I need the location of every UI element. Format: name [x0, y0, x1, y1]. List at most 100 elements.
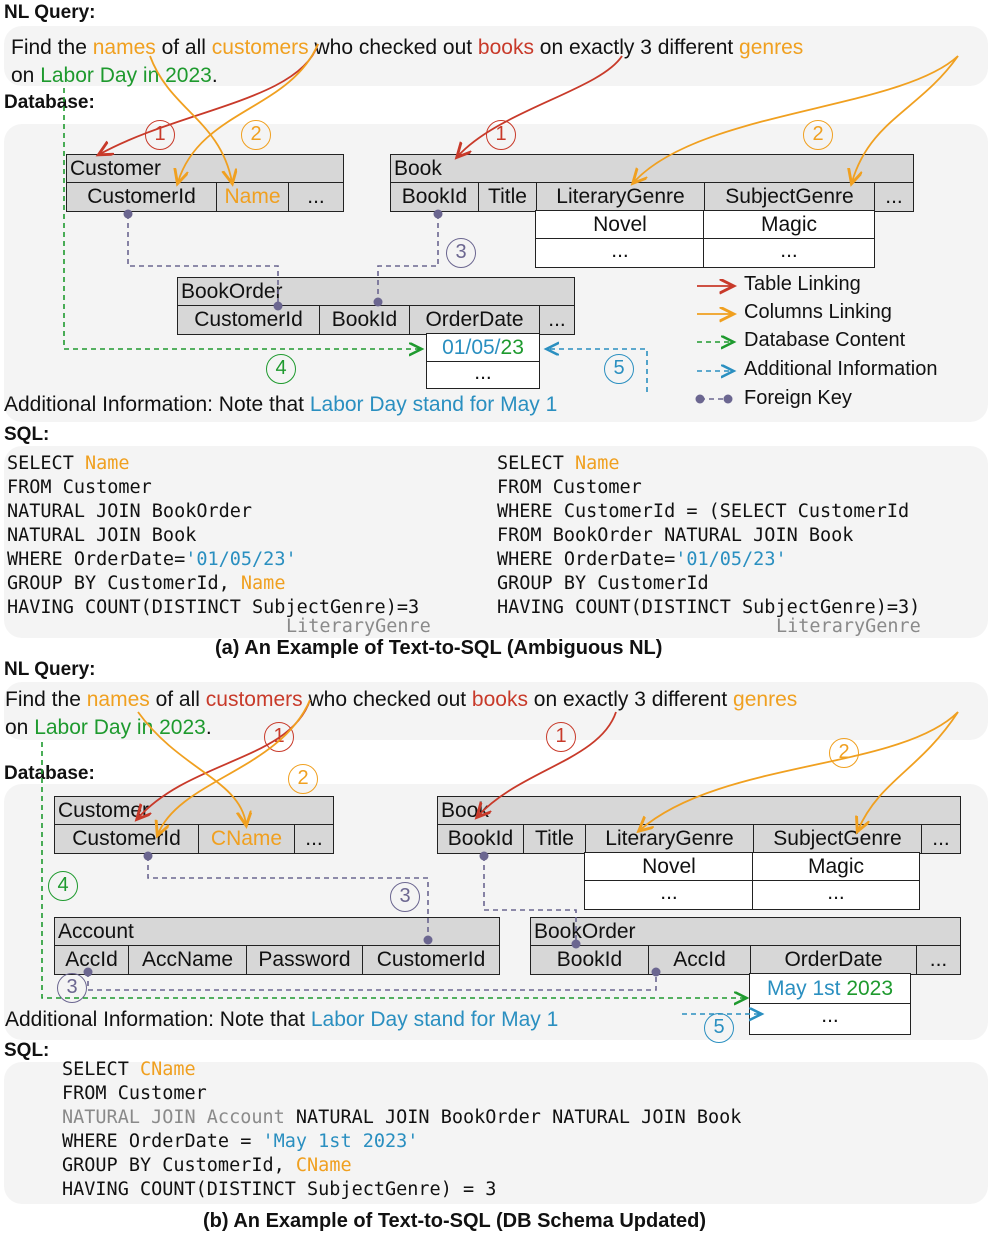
database-header-a: Database:	[4, 92, 95, 113]
nl-text: who checked out	[308, 36, 478, 59]
value-magic: Magic	[752, 852, 920, 882]
sql-kw: WHERE OrderDate =	[62, 1131, 263, 1152]
sql-kw: SELECT	[62, 1059, 140, 1080]
book-table-a: Book BookId Title LiteraryGenre SubjectG…	[390, 154, 914, 212]
sql-line: FROM BookOrder NATURAL JOIN Book	[497, 525, 854, 546]
legend-foreign-key: Foreign Key	[744, 387, 852, 409]
bookorder-table-name: BookOrder	[178, 278, 574, 306]
column-subjectgenre: SubjectGenre	[754, 825, 922, 853]
nl-text: .	[211, 64, 218, 87]
value-novel: Novel	[535, 210, 705, 240]
value-novel: Novel	[584, 852, 754, 882]
sql-kw: WHERE OrderDate=	[497, 549, 676, 570]
addinfo-text: Additional Information: Note that	[4, 393, 310, 416]
date-year: 2023	[846, 977, 894, 1000]
nl-customers: customers	[211, 36, 309, 59]
caption-b: (b) An Example of Text-to-SQL (DB Schema…	[203, 1210, 706, 1232]
marker-4-icon: 4	[48, 871, 78, 901]
book-table-name: Book	[391, 155, 913, 183]
nl-labor-day: Labor Day in 2023	[40, 64, 212, 87]
column-password: Password	[247, 946, 363, 974]
nl-books: books	[477, 36, 534, 59]
nl-text: who checked out	[302, 688, 472, 711]
nl-query-header-b: NL Query:	[4, 659, 96, 680]
column-more: ...	[932, 827, 950, 850]
nl-query-line2-b: on Labor Day in 2023.	[5, 713, 212, 742]
column-customerid: CustomerId	[178, 306, 320, 334]
column-customerid: CustomerId	[376, 948, 486, 971]
column-bookid: BookId	[531, 946, 649, 974]
column-cname: CName	[199, 825, 295, 853]
marker-3-icon: 3	[446, 238, 476, 268]
legend-database-content: Database Content	[744, 329, 906, 351]
nl-query-header-a: NL Query:	[4, 2, 96, 23]
sql-kw: WHERE OrderDate=	[7, 549, 186, 570]
sql-col: Name	[574, 453, 620, 474]
additional-info-a: Additional Information: Note that Labor …	[4, 390, 557, 419]
date-day: 01/05/	[442, 336, 501, 359]
nl-genres: genres	[733, 688, 798, 711]
sql-col: CName	[139, 1059, 196, 1080]
bookorder-table-b: BookOrder BookId AccId OrderDate ...	[530, 917, 961, 975]
nl-text: on	[5, 716, 35, 739]
sql-kw: GROUP BY CustomerId,	[62, 1155, 296, 1176]
nl-labor-day: Labor Day in 2023	[34, 716, 206, 739]
marker-1-icon: 1	[264, 722, 294, 752]
sql-line: NATURAL JOIN Book	[7, 525, 197, 546]
nl-names: names	[92, 36, 156, 59]
marker-3-icon: 3	[390, 882, 420, 912]
sql-col: Name	[240, 573, 286, 594]
column-literarygenre: LiteraryGenre	[537, 183, 705, 211]
marker-2-icon: 2	[829, 738, 859, 768]
value-more: ...	[749, 1003, 911, 1035]
book-table-b: Book BookId Title LiteraryGenre SubjectG…	[437, 796, 961, 854]
column-orderdate: OrderDate	[410, 306, 540, 334]
sql-alt-left: LiteraryGenre	[286, 616, 431, 637]
marker-1-icon: 1	[546, 722, 576, 752]
account-table-name: Account	[55, 918, 499, 946]
column-accname: AccName	[129, 946, 247, 974]
addinfo-text: Additional Information: Note that	[5, 1008, 311, 1031]
sql-col: CName	[295, 1155, 352, 1176]
value-magic: Magic	[703, 210, 875, 240]
sql-line: HAVING COUNT(DISTINCT SubjectGenre) = 3	[62, 1179, 497, 1200]
customer-table-name: Customer	[55, 797, 333, 825]
sql-line: NATURAL JOIN BookOrder	[7, 501, 253, 522]
column-title: Title	[479, 183, 537, 211]
column-bookid: BookId	[391, 183, 479, 211]
sql-alt-right: LiteraryGenre	[776, 616, 921, 637]
value-orderdate: 01/05/23	[426, 333, 540, 363]
nl-names: names	[86, 688, 150, 711]
bookorder-table-a: BookOrder CustomerId BookId OrderDate ..…	[177, 277, 575, 335]
marker-2-icon: 2	[241, 120, 271, 150]
nl-genres: genres	[739, 36, 804, 59]
sql-kw: SELECT	[7, 453, 85, 474]
sql-val: 'May 1st 2023'	[262, 1131, 419, 1152]
column-accid: AccId	[649, 946, 751, 974]
customer-table-name: Customer	[67, 155, 343, 183]
marker-1-icon: 1	[145, 120, 175, 150]
column-subjectgenre: SubjectGenre	[705, 183, 875, 211]
sql-line: FROM Customer	[62, 1083, 207, 1104]
column-orderdate: OrderDate	[751, 946, 917, 974]
nl-query-line2-a: on Labor Day in 2023.	[11, 61, 218, 90]
marker-5-icon: 5	[704, 1013, 734, 1043]
value-more: ...	[426, 361, 540, 389]
sql-col: Name	[84, 453, 130, 474]
nl-text: on exactly 3 different	[533, 36, 740, 59]
column-name: Name	[217, 183, 289, 211]
marker-2-icon: 2	[288, 764, 318, 794]
marker-3-icon: 3	[57, 973, 87, 1003]
database-header-b: Database:	[4, 763, 95, 784]
nl-text: of all	[149, 688, 206, 711]
legend-additional-information: Additional Information	[744, 358, 938, 380]
sql-line: WHERE CustomerId = (SELECT CustomerId	[497, 501, 910, 522]
value-orderdate: May 1st 2023	[749, 973, 911, 1005]
column-more: ...	[929, 948, 948, 971]
sql-query-right: SELECT Name FROM Customer WHERE Customer…	[497, 452, 920, 620]
column-more: ...	[307, 185, 325, 208]
value-more: ...	[584, 880, 754, 910]
nl-text: on exactly 3 different	[527, 688, 734, 711]
value-more: ...	[703, 238, 875, 268]
legend-table-linking: Table Linking	[744, 273, 861, 295]
